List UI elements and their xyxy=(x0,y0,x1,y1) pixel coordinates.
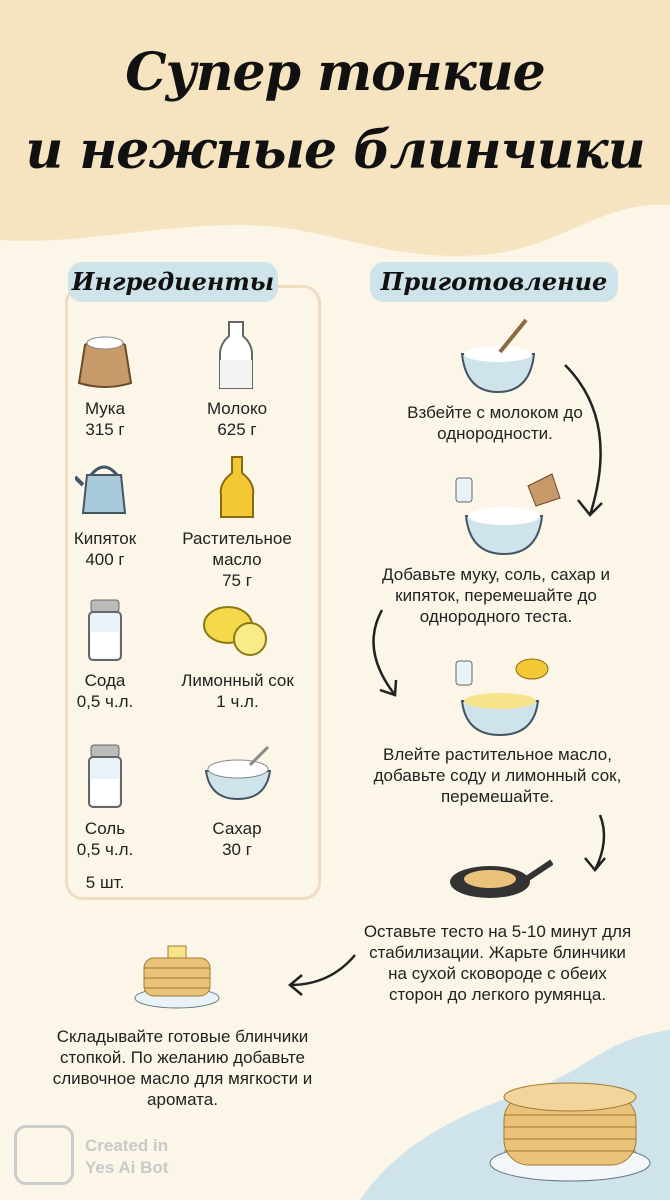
step-4: Оставьте тесто на 5-10 минут для стабили… xyxy=(363,922,632,1004)
milk-bottle-icon xyxy=(219,321,253,389)
pancake-stack-butter-icon xyxy=(134,945,220,1009)
watermark-text: Created in Yes Ai Bot xyxy=(85,1135,168,1179)
sugar-bowl-icon xyxy=(204,745,272,801)
ingredient-amount: 1 ч.л. xyxy=(216,692,259,711)
ingredient-amount: 30 г xyxy=(222,840,252,859)
soda-shaker-icon xyxy=(88,599,122,661)
lemon-icon xyxy=(203,606,267,656)
ingredients-heading: Ингредиенты xyxy=(68,262,278,302)
ingredient-name: Мука xyxy=(84,399,126,418)
pancake-stack-icon xyxy=(489,1082,651,1182)
ingredient-name: Молоко xyxy=(206,399,268,418)
mixing-bowl-icon xyxy=(455,473,561,556)
ingredient-name: Сода xyxy=(84,671,126,690)
ingredient-lemon-juice: Лимонный сок 1 ч.л. xyxy=(160,670,315,712)
ingredient-soda: Сода 0,5 ч.л. xyxy=(40,670,170,712)
step-5: Складывайте готовые блинчики стопкой. По… xyxy=(52,1027,313,1109)
salt-shaker-icon xyxy=(88,744,122,808)
ingredient-eggs: 5 шт. xyxy=(85,873,125,892)
title-line-1: Супер тонкие xyxy=(125,42,546,103)
ingredient-amount: 315 г xyxy=(85,420,125,439)
arrow-icon xyxy=(564,364,603,517)
ingredient-flour: Мука 315 г xyxy=(40,398,170,440)
oil-bottle-icon xyxy=(219,456,255,518)
arrow-icon xyxy=(288,954,356,996)
step-1: Взбейте с молоком до однородности. xyxy=(407,403,583,443)
ingredient-salt: Соль 0,5 ч.л. xyxy=(40,818,170,860)
frying-pan-icon xyxy=(450,859,553,898)
watermark-line-1: Created in xyxy=(85,1136,169,1155)
ingredient-name: Лимонный сок xyxy=(181,671,294,690)
preparation-heading: Приготовление xyxy=(370,262,618,302)
pouring-oil-bowl-icon xyxy=(455,658,549,737)
ingredient-name: Сахар xyxy=(212,819,262,838)
watermark-logo xyxy=(14,1125,74,1185)
kettle-icon xyxy=(75,465,127,514)
title-line-2: и нежные блинчики xyxy=(25,120,645,181)
ingredient-name: Соль xyxy=(84,819,126,838)
header-background xyxy=(0,0,670,256)
ingredient-amount: 0,5 ч.л. xyxy=(76,692,134,711)
ingredient-oil: Растительное масло 75 г xyxy=(156,528,318,591)
step-3: Влейте растительное масло, добавьте соду… xyxy=(373,745,622,806)
step-2: Добавьте муку, соль, сахар и кипяток, пе… xyxy=(382,565,610,626)
ingredient-name: Кипяток xyxy=(73,529,137,548)
ingredient-sugar: Сахар 30 г xyxy=(172,818,302,860)
ingredient-amount: 0,5 ч.л. xyxy=(76,840,134,859)
ingredient-amount: 625 г xyxy=(217,420,257,439)
ingredient-milk: Молоко 625 г xyxy=(172,398,302,440)
arrow-icon xyxy=(584,814,606,872)
watermark-line-2: Yes Ai Bot xyxy=(85,1158,169,1177)
arrow-icon xyxy=(372,609,398,697)
ingredient-boiling-water: Кипяток 400 г xyxy=(40,528,170,570)
whisk-bowl-icon xyxy=(460,318,536,394)
ingredient-amount: 400 г xyxy=(85,550,125,569)
ingredient-amount: 75 г xyxy=(222,571,252,590)
ingredient-name: Растительное масло xyxy=(182,529,292,569)
flour-sack-icon xyxy=(77,336,133,388)
